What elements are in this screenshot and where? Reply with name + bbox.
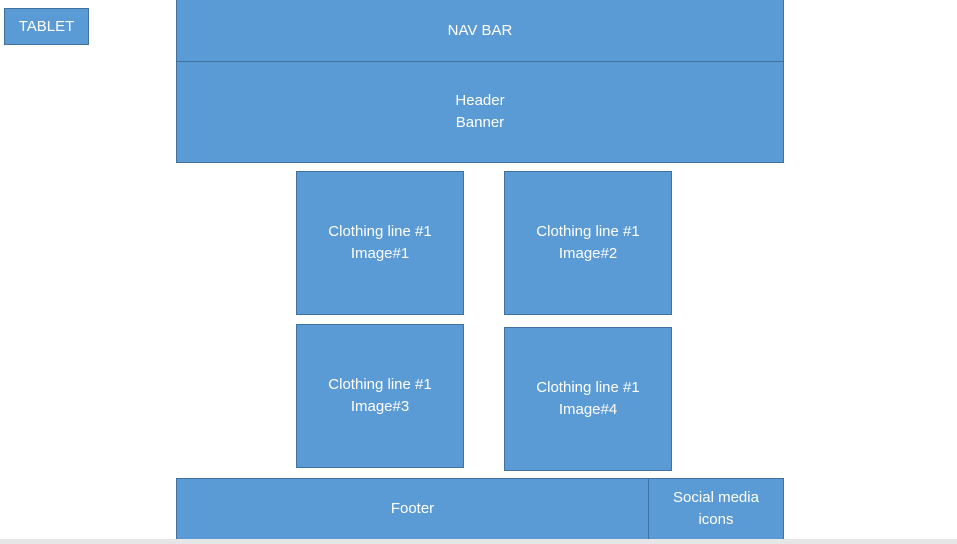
footer: Footer [176, 478, 649, 540]
nav-bar-label: NAV BAR [447, 21, 513, 39]
device-label: TABLET [4, 8, 89, 45]
device-label-text: TABLET [18, 17, 75, 35]
header-banner: Header Banner [176, 61, 784, 163]
nav-bar: NAV BAR [176, 0, 784, 62]
clothing-tile-image-label: Image#4 [558, 401, 618, 418]
clothing-tile-title: Clothing line #1 [536, 223, 640, 240]
clothing-tile-title: Clothing line #1 [328, 376, 432, 393]
header-banner-line2: Banner [455, 114, 505, 131]
header-banner-line1: Header [455, 92, 505, 109]
social-media-icons: Social media icons [648, 478, 784, 540]
clothing-tile-3: Clothing line #1 Image#3 [296, 324, 464, 468]
clothing-tile-image-label: Image#2 [558, 245, 618, 262]
clothing-tile-image-label: Image#1 [350, 245, 410, 262]
window-bottom-edge [0, 539, 957, 544]
clothing-tile-title: Clothing line #1 [536, 379, 640, 396]
clothing-tile-4: Clothing line #1 Image#4 [504, 327, 672, 471]
social-media-line2: icons [698, 511, 734, 528]
clothing-tile-1: Clothing line #1 Image#1 [296, 171, 464, 315]
footer-label: Footer [390, 500, 435, 517]
clothing-tile-title: Clothing line #1 [328, 223, 432, 240]
clothing-tile-2: Clothing line #1 Image#2 [504, 171, 672, 315]
social-media-line1: Social media [673, 489, 759, 506]
clothing-tile-image-label: Image#3 [350, 398, 410, 415]
